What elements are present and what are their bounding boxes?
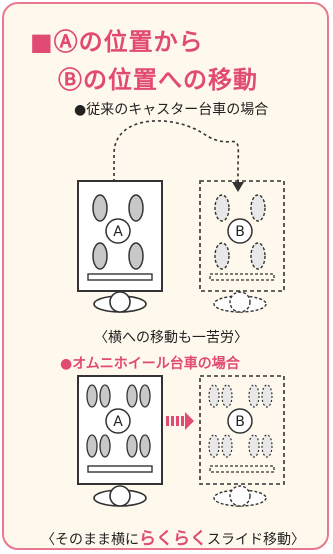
caster-cart-a [77, 180, 163, 292]
operator-omni-b [213, 485, 267, 507]
title-line-2: Ⓑの位置への移動 [58, 66, 258, 94]
section-caster-heading: ●従来のキャスター台車の場合 [74, 102, 269, 118]
section-omni-caption: 〈そのまま横にらくらくスライド移動〉 [41, 524, 305, 549]
section-omni-heading: ●オムニホイール台車の場合 [60, 356, 240, 372]
omni-cart-b-label: B [235, 414, 245, 430]
operator-b [213, 291, 267, 313]
move-path-arrow [113, 120, 240, 188]
omni-cart-b [199, 375, 285, 485]
slide-arrow [166, 412, 194, 430]
title-line-1: ■Ⓐの位置から [30, 28, 204, 56]
caption-prefix: 〈そのまま横に [41, 532, 139, 548]
caption-emphasis: らくらく [139, 529, 207, 549]
card-frame: ■Ⓐの位置から Ⓑの位置への移動 ●従来のキャスター台車の場合 A [2, 2, 329, 550]
cart-a-label: A [113, 224, 123, 240]
operator-omni-a [93, 485, 147, 507]
caster-cart-b [199, 180, 285, 292]
cart-b-label: B [235, 224, 245, 240]
omni-cart-a [77, 375, 163, 485]
diagram-canvas: A B [77, 120, 285, 507]
move-path-arrowhead [232, 182, 244, 192]
omni-cart-a-label: A [113, 414, 123, 430]
section-caster-caption: 〈横への移動も一苦労〉 [94, 330, 248, 346]
operator-a [93, 291, 147, 313]
caption-suffix: スライド移動〉 [207, 532, 305, 548]
